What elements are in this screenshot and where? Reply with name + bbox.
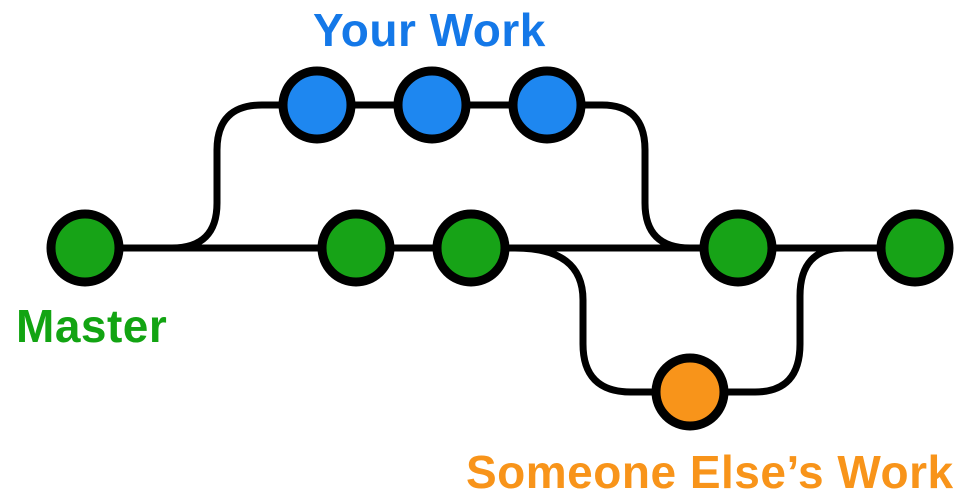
commit-node-master-commit-4 bbox=[699, 209, 777, 287]
your-work-label: Your Work bbox=[313, 4, 546, 56]
commit-node-master-commit-1 bbox=[46, 209, 124, 287]
commit-node-master-commit-5 bbox=[876, 209, 954, 287]
commit-node-your-work-commit-2 bbox=[393, 66, 471, 144]
someone-elses-work-label: Someone Else’s Work bbox=[466, 446, 954, 496]
master-label: Master bbox=[16, 300, 167, 352]
edge-your-work-branch bbox=[168, 101, 694, 252]
commit-node-your-work-commit-3 bbox=[508, 66, 586, 144]
commit-node-someone-elses-commit-1 bbox=[651, 353, 729, 431]
commit-node-your-work-commit-1 bbox=[278, 66, 356, 144]
edge-someone-elses-branch bbox=[511, 244, 849, 396]
nodes-layer bbox=[46, 66, 954, 431]
commit-node-master-commit-3 bbox=[432, 209, 510, 287]
commit-node-master-commit-2 bbox=[317, 209, 395, 287]
